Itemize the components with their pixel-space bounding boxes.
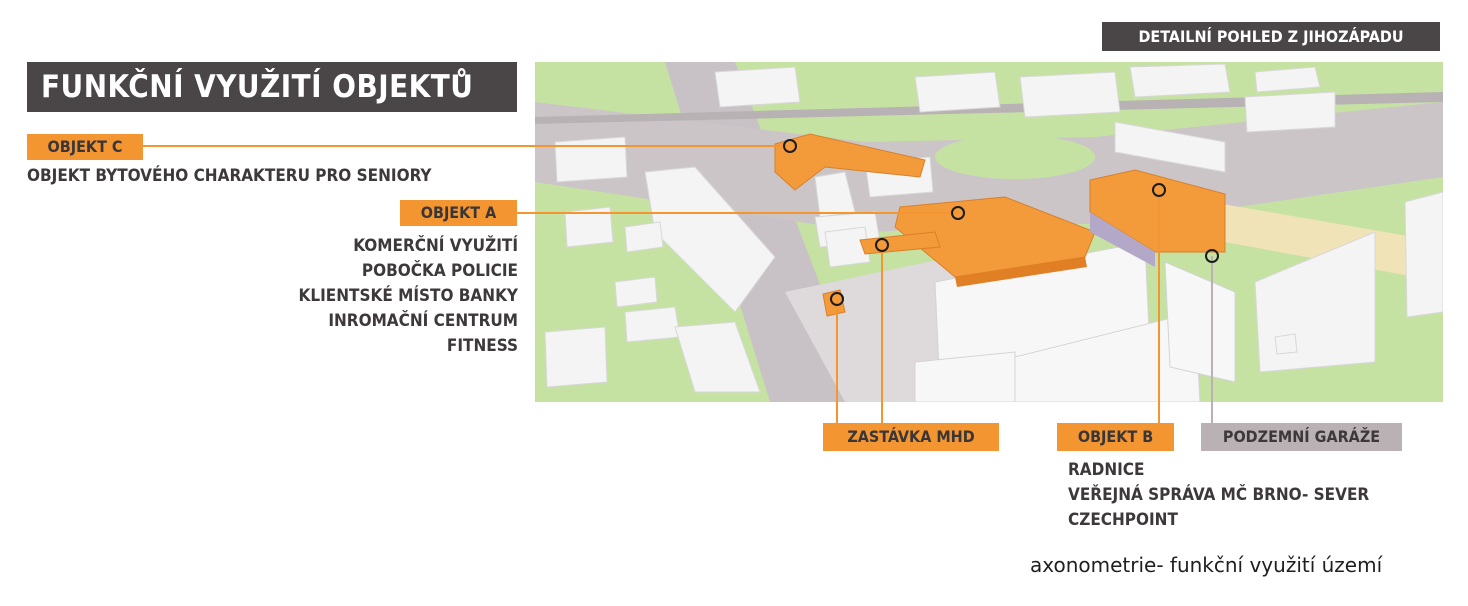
orange-buildings bbox=[774, 133, 1226, 317]
objekt-a-line: KLIENTSKÉ MÍSTO BANKY bbox=[298, 286, 518, 306]
objekt-b-description: RADNICE VEŘEJNÁ SPRÁVA MČ BRNO- SEVER CZ… bbox=[1068, 458, 1369, 533]
figure-caption: axonometrie- funkční využití území bbox=[1030, 553, 1383, 577]
objekt-b-line: RADNICE bbox=[1068, 460, 1145, 480]
objekt-c-tag: OBJEKT C bbox=[27, 134, 143, 160]
objekt-c-description: OBJEKT BYTOVÉHO CHARAKTERU PRO SENIORY bbox=[27, 166, 432, 186]
objekt-b-line: VEŘEJNÁ SPRÁVA MČ BRNO- SEVER bbox=[1068, 485, 1370, 505]
axonometric-map bbox=[535, 62, 1443, 402]
page-title: FUNKČNÍ VYUŽITÍ OBJEKTŮ bbox=[27, 62, 517, 112]
objekt-a-line: POBOČKA POLICIE bbox=[361, 261, 518, 281]
objekt-a-line: FITNESS bbox=[446, 336, 518, 356]
bus-stop-tag: ZASTÁVKA MHD bbox=[823, 423, 999, 451]
roundabout bbox=[935, 135, 1095, 179]
garage-tag: PODZEMNÍ GARÁŽE bbox=[1201, 423, 1402, 451]
objekt-a-line: KOMERČNÍ VYUŽITÍ bbox=[353, 236, 518, 256]
view-direction-label: DETAILNÍ POHLED Z JIHOZÁPADU bbox=[1102, 22, 1440, 51]
objekt-b-tag: OBJEKT B bbox=[1057, 423, 1174, 451]
objekt-b-line: CZECHPOINT bbox=[1068, 510, 1178, 530]
objekt-a-line: INROMAČNÍ CENTRUM bbox=[328, 311, 518, 331]
background-buildings bbox=[544, 63, 1443, 393]
objekt-a-description: KOMERČNÍ VYUŽITÍ POBOČKA POLICIE KLIENTS… bbox=[200, 234, 518, 359]
objekt-a-tag: OBJEKT A bbox=[400, 200, 517, 226]
